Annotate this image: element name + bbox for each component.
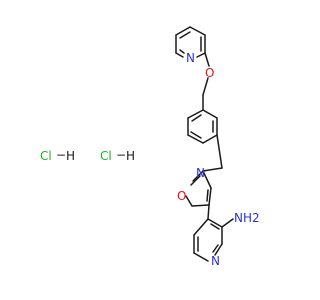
- pyridine-ring-top: [175, 26, 206, 58]
- isoxazole-ring: [185, 170, 212, 207]
- atom-label: O: [205, 66, 214, 80]
- bond: [179, 31, 191, 39]
- bond: [210, 223, 220, 230]
- bond: [187, 109, 204, 119]
- benzene-ring: [187, 109, 218, 144]
- bond: [207, 218, 223, 228]
- bond: [202, 167, 223, 172]
- pyridine-ring-bottom: [193, 218, 223, 262]
- bond: [202, 170, 212, 189]
- bond: [204, 52, 210, 67]
- salt-bond: −: [56, 148, 66, 162]
- chlorine-label: Cl: [100, 149, 112, 163]
- atom-label: N: [196, 166, 205, 180]
- bond: [193, 252, 209, 262]
- bond: [206, 189, 209, 202]
- atom-label: N: [186, 51, 195, 65]
- bond: [179, 49, 185, 54]
- chlorine-label: Cl: [40, 149, 52, 163]
- salt-bond: −: [116, 148, 126, 162]
- bond: [192, 170, 204, 182]
- bond: [221, 218, 234, 228]
- bond: [202, 77, 209, 96]
- bond: [214, 243, 223, 256]
- atom-label: NH2: [234, 211, 260, 225]
- bond: [190, 175, 201, 186]
- bond: [185, 195, 193, 207]
- atom-label: O: [177, 189, 186, 203]
- hydrogen-label: H: [66, 149, 75, 163]
- bond: [208, 187, 212, 206]
- bond: [190, 131, 202, 139]
- bond: [212, 244, 219, 253]
- atom-label: N: [211, 254, 220, 268]
- hcl-salt: Cl − H: [40, 148, 75, 163]
- hydrogen-label: H: [126, 149, 135, 163]
- bond: [175, 52, 184, 58]
- bond: [196, 52, 206, 58]
- bond: [202, 109, 218, 119]
- molecule-structure: N O N O NH2 N Cl − H Cl − H: [40, 26, 260, 268]
- bond: [193, 218, 209, 236]
- bond: [175, 26, 191, 36]
- bond: [187, 134, 204, 144]
- bond: [189, 26, 206, 36]
- hcl-salt: Cl − H: [100, 148, 135, 163]
- bond: [191, 204, 210, 207]
- bond: [216, 134, 223, 169]
- bond: [207, 204, 210, 220]
- bond: [202, 134, 218, 144]
- bond: [191, 114, 202, 122]
